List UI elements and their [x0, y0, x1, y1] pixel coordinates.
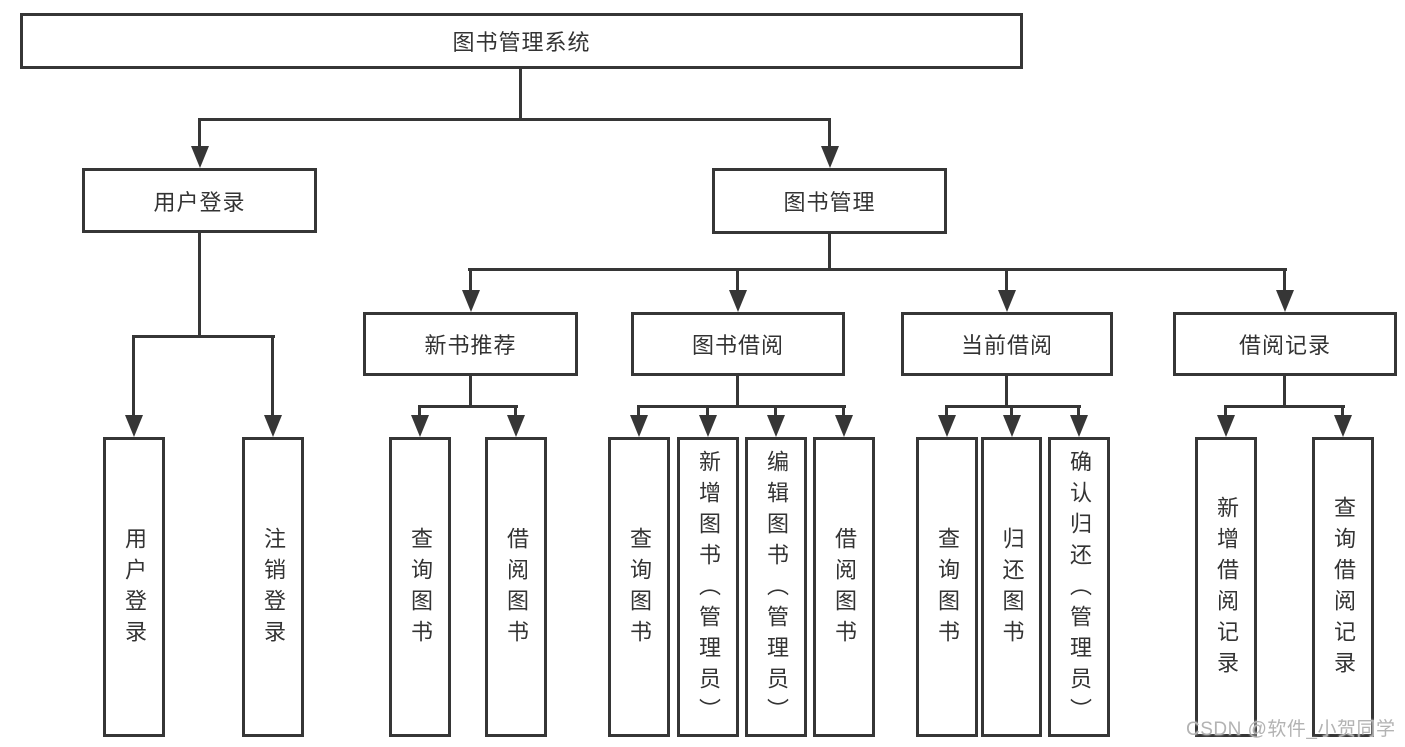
edge-root-rail — [198, 118, 831, 121]
edge-new-book-recommend-stem — [469, 376, 472, 408]
arrow-down-icon — [411, 415, 429, 437]
arrow-down-icon — [507, 415, 525, 437]
node-leaf-confirm-return-admin: 确认归还（管理员） — [1048, 437, 1110, 737]
arrow-down-icon — [462, 290, 480, 312]
edge-current-borrow-stem — [1005, 376, 1008, 408]
node-leaf-return-books: 归还图书 — [981, 437, 1042, 737]
edge-user-login-stem — [198, 233, 201, 338]
edge-to-leaf-add-books — [706, 405, 709, 419]
arrow-down-icon — [729, 290, 747, 312]
edge-user-login-rail — [132, 335, 275, 338]
edge-new-book-recommend-rail — [418, 405, 518, 408]
edge-book-borrow-stem — [736, 376, 739, 408]
edge-borrow-records-stem — [1283, 376, 1286, 408]
csdn-watermark: CSDN @软件_小贺同学 — [1186, 719, 1396, 740]
arrow-down-icon — [835, 415, 853, 437]
node-current-borrow: 当前借阅 — [901, 312, 1113, 376]
edge-current-borrow-rail — [945, 405, 1081, 408]
arrow-down-icon — [767, 415, 785, 437]
edge-to-leaf-borrow-books — [842, 405, 845, 419]
node-leaf-add-books-admin: 新增图书（管理员） — [677, 437, 739, 737]
arrow-down-icon — [1070, 415, 1088, 437]
arrow-down-icon — [938, 415, 956, 437]
edge-to-new-book-recommend — [469, 268, 472, 295]
edge-book-borrow-rail — [637, 405, 846, 408]
edge-to-book-borrow — [736, 268, 739, 295]
edge-book-management-rail — [468, 268, 1287, 271]
edge-to-leaf-query-books-recommend — [418, 405, 421, 419]
node-new-book-recommend: 新书推荐 — [363, 312, 578, 376]
node-leaf-query-books-recommend: 查询图书 — [389, 437, 451, 737]
node-leaf-add-borrow-record: 新增借阅记录 — [1195, 437, 1257, 737]
edge-to-user-login — [198, 118, 201, 150]
edge-borrow-records-rail — [1224, 405, 1345, 408]
edge-to-current-borrow — [1005, 268, 1008, 295]
arrow-down-icon — [630, 415, 648, 437]
arrow-down-icon — [125, 415, 143, 437]
node-leaf-edit-books-admin: 编辑图书（管理员） — [745, 437, 807, 737]
node-leaf-borrow-books-recommend: 借阅图书 — [485, 437, 547, 737]
node-leaf-user-login: 用户登录 — [103, 437, 165, 737]
edge-book-management-stem — [828, 234, 831, 271]
node-leaf-query-borrow-record: 查询借阅记录 — [1312, 437, 1374, 737]
arrow-down-icon — [1334, 415, 1352, 437]
edge-to-leaf-query-books-current — [945, 405, 948, 419]
node-root: 图书管理系统 — [20, 13, 1023, 69]
edge-to-leaf-edit-books — [774, 405, 777, 419]
arrow-down-icon — [699, 415, 717, 437]
node-book-borrow: 图书借阅 — [631, 312, 845, 376]
edge-root-stem — [519, 69, 522, 121]
edge-to-leaf-return-books — [1010, 405, 1013, 419]
node-leaf-logout: 注销登录 — [242, 437, 304, 737]
node-leaf-query-books-borrow: 查询图书 — [608, 437, 670, 737]
edge-to-borrow-records — [1283, 268, 1286, 295]
arrow-down-icon — [1217, 415, 1235, 437]
arrow-down-icon — [1003, 415, 1021, 437]
edge-to-leaf-logout — [271, 335, 274, 417]
node-leaf-borrow-books: 借阅图书 — [813, 437, 875, 737]
node-user-login: 用户登录 — [82, 168, 317, 233]
arrow-down-icon — [264, 415, 282, 437]
edge-to-leaf-add-borrow-record — [1224, 405, 1227, 419]
edge-to-leaf-query-books-borrow — [637, 405, 640, 419]
edge-to-leaf-confirm-return — [1077, 405, 1080, 419]
node-borrow-records: 借阅记录 — [1173, 312, 1397, 376]
arrow-down-icon — [1276, 290, 1294, 312]
edge-to-leaf-borrow-books-recommend — [514, 405, 517, 419]
arrow-down-icon — [821, 146, 839, 168]
node-leaf-query-books-current: 查询图书 — [916, 437, 978, 737]
arrow-down-icon — [191, 146, 209, 168]
edge-to-leaf-user-login — [132, 335, 135, 417]
edge-to-leaf-query-borrow-record — [1341, 405, 1344, 419]
node-book-management: 图书管理 — [712, 168, 947, 234]
edge-to-book-management — [828, 118, 831, 150]
arrow-down-icon — [998, 290, 1016, 312]
